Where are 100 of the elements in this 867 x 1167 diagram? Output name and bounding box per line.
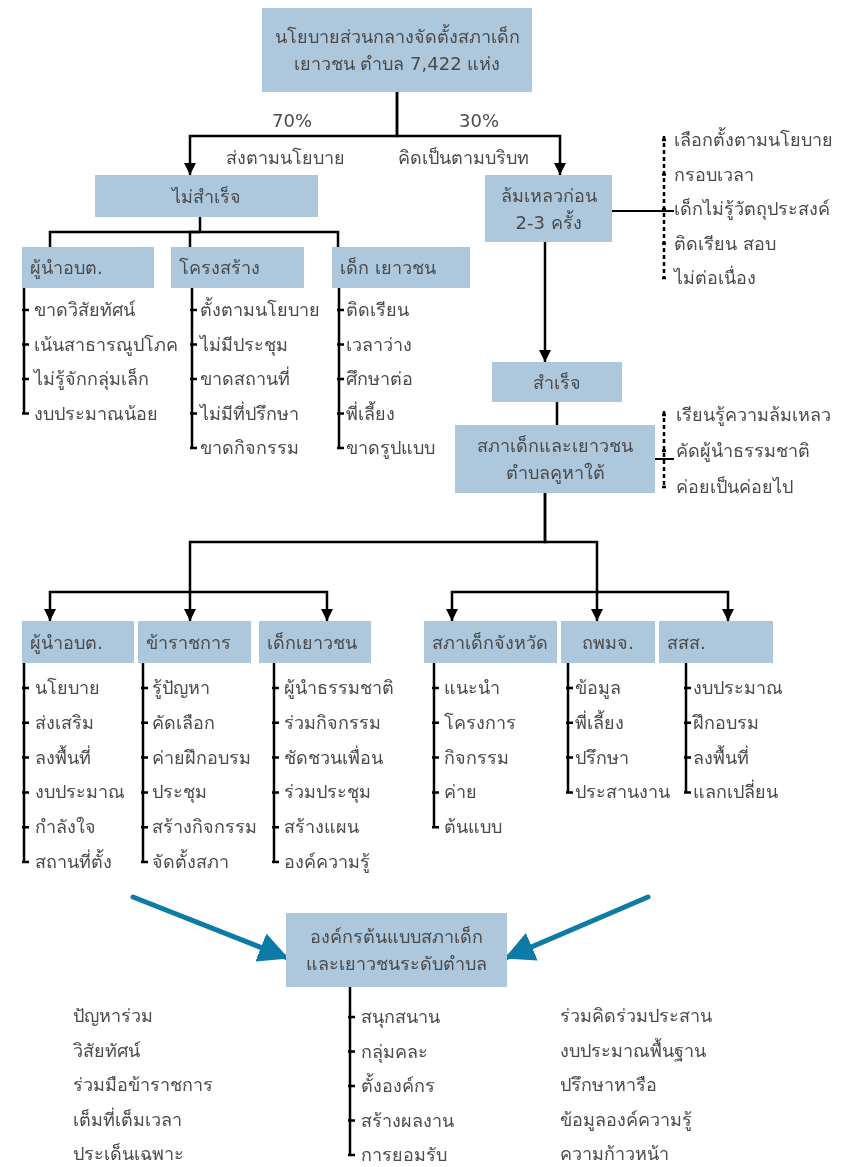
note-text: วิสัยทัศน์ xyxy=(73,1038,140,1062)
list-item: นโยบาย xyxy=(35,676,100,700)
process-box xyxy=(485,175,612,242)
process-box xyxy=(659,621,773,663)
arrow xyxy=(539,242,551,362)
list-item: พี่เลี้ยง xyxy=(346,401,395,425)
list-item: ร่วมประชุม xyxy=(284,780,371,804)
box-label: ผู้นำอบต. xyxy=(30,630,103,656)
list-item: รู้ปัญหา xyxy=(152,676,210,700)
list-item: งบประมาณ xyxy=(35,780,125,804)
list-item: ไม่มีที่ปรึกษา xyxy=(200,401,299,425)
connector-line xyxy=(200,230,340,247)
list-item: สถานที่ตั้ง xyxy=(35,850,112,874)
note-text: คิดเป็นตามบริบท xyxy=(398,146,529,170)
list-item: ขาดสถานที่ xyxy=(200,367,290,391)
list-item: พี่เลี้ยง xyxy=(575,710,624,735)
process-box xyxy=(262,8,532,92)
box-label: ข้าราชการ xyxy=(146,630,231,655)
list-item: ชัดชวนเพื่อน xyxy=(284,745,383,769)
process-box xyxy=(424,621,557,663)
list-item: ไม่มีประชุม xyxy=(200,332,288,356)
list-item: คัดผู้นำธรรมชาติ xyxy=(676,439,810,463)
list-item: ค่าย xyxy=(444,780,477,804)
process-box xyxy=(561,621,655,663)
box-label: สภาเด็กจังหวัด xyxy=(432,630,548,655)
process-box xyxy=(492,362,622,402)
box-label: นโยบายส่วนกลางจัดตั้งสภาเด็กเยาวชน ตำบล 7,422 แห่ง xyxy=(273,23,521,76)
process-box xyxy=(171,247,304,288)
list-item: งบประมาณ xyxy=(693,676,783,700)
box-label: ล้มเหลวก่อน 2-3 ครั้ง xyxy=(499,183,598,235)
list-item: กลุ่มคละ xyxy=(361,1039,428,1063)
note-text: ร่วมมือข้าราชการ xyxy=(73,1073,213,1097)
list-item: กำลังใจ xyxy=(35,815,96,839)
box-label: โครงสร้าง xyxy=(179,256,260,280)
list-item: ตั้งองค์กร xyxy=(361,1074,435,1098)
process-box xyxy=(22,621,134,663)
list-item: องค์ความรู้ xyxy=(284,850,370,874)
list-item: ขาดวิสัยทัศน์ xyxy=(34,298,135,322)
list-item: ไม่ต่อเนื่อง xyxy=(674,266,756,290)
list-item: ตั้งตามนโยบาย xyxy=(200,298,320,322)
arrow xyxy=(446,590,597,621)
list-item: สร้างแผน xyxy=(284,815,359,839)
note-text: ร่วมคิดร่วมประสาน xyxy=(560,1004,712,1028)
arrow xyxy=(395,92,566,175)
list-item: ปรึกษา xyxy=(575,745,629,769)
arrow xyxy=(591,590,603,621)
list-item: ติดเรียน สอบ xyxy=(674,231,776,255)
list-item: ไม่รู้จักกลุ่มเล็ก xyxy=(34,367,149,391)
list-item: ศึกษาต่อ xyxy=(346,367,413,391)
list-item: เวลาว่าง xyxy=(346,332,412,356)
note-text: งบประมาณพื้นฐาน xyxy=(560,1038,706,1062)
list-item: เรียนรู้ความล้มเหลว xyxy=(676,403,831,427)
list-item: สนุกสนาน xyxy=(361,1005,440,1029)
process-box xyxy=(95,175,318,217)
list-item: ลงพื้นที่ xyxy=(693,745,749,769)
list-item: กรอบเวลา xyxy=(674,162,754,186)
arrow xyxy=(190,590,333,621)
arrow xyxy=(184,590,196,621)
list-item: งบประมาณน้อย xyxy=(34,401,158,425)
box-label: ไม่สำเร็จ xyxy=(172,184,241,209)
box-label: เด็ก เยาวชน xyxy=(340,256,436,280)
list-item: ร่วมกิจกรรม xyxy=(284,710,381,735)
arrow xyxy=(597,590,734,621)
connector-line xyxy=(555,402,559,425)
connector-line xyxy=(188,493,547,592)
note-text: ประเด็นเฉพาะ xyxy=(73,1142,184,1166)
list-item: การยอมรับ xyxy=(361,1143,447,1167)
process-box xyxy=(259,621,371,663)
box-label: สสส. xyxy=(667,630,706,655)
list-item: ขาดกิจกรรม xyxy=(200,436,299,460)
box-label: ถพมจ. xyxy=(582,630,634,655)
box-label: ผู้นำอบต. xyxy=(30,256,103,281)
list-item: เลือกตั้งตามนโยบาย xyxy=(674,128,833,152)
list-item: คัดเลือก xyxy=(152,710,215,735)
list-item: ต้นแบบ xyxy=(444,815,502,839)
list-item: ผู้นำธรรมชาติ xyxy=(284,676,394,700)
list-item: ค่อยเป็นค่อยไป xyxy=(676,475,793,499)
list-item: ติดเรียน xyxy=(346,298,409,322)
box-label: สำเร็จ xyxy=(533,370,581,395)
note-text: เต็มที่เต็มเวลา xyxy=(73,1107,182,1131)
box-label: สภาเด็กและเยาวชนตำบลคูหาใต้ xyxy=(476,434,634,486)
note-text: ปัญหาร่วม xyxy=(73,1004,153,1028)
list-item: ประชุม xyxy=(152,780,207,804)
list-item: ส่งเสริม xyxy=(35,710,94,735)
list-item: ขาดรูปแบบ xyxy=(346,436,435,460)
list-item: ลงพื้นที่ xyxy=(35,745,91,769)
note-text: ข้อมูลองค์ความรู้ xyxy=(560,1107,692,1131)
list-item: จัดตั้งสภา xyxy=(152,850,229,874)
list-item: สร้างผลงาน xyxy=(361,1108,454,1132)
box-label: เด็กเยาวชน xyxy=(267,630,357,655)
list-item: ค่ายฝึกอบรม xyxy=(152,745,251,769)
list-item: กิจกรรม xyxy=(444,745,509,769)
list-item: โครงการ xyxy=(444,710,516,735)
list-item: เน้นสาธารณูปโภค xyxy=(34,332,178,356)
note-text: ส่งตามนโยบาย xyxy=(226,146,345,170)
process-box xyxy=(138,621,251,663)
note-text: ปรึกษาหารือ xyxy=(560,1073,657,1097)
process-box xyxy=(22,247,154,288)
list-item: ประสานงาน xyxy=(575,780,670,804)
list-item: เด็กไม่รู้วัตถุประสงค์ xyxy=(674,197,830,221)
